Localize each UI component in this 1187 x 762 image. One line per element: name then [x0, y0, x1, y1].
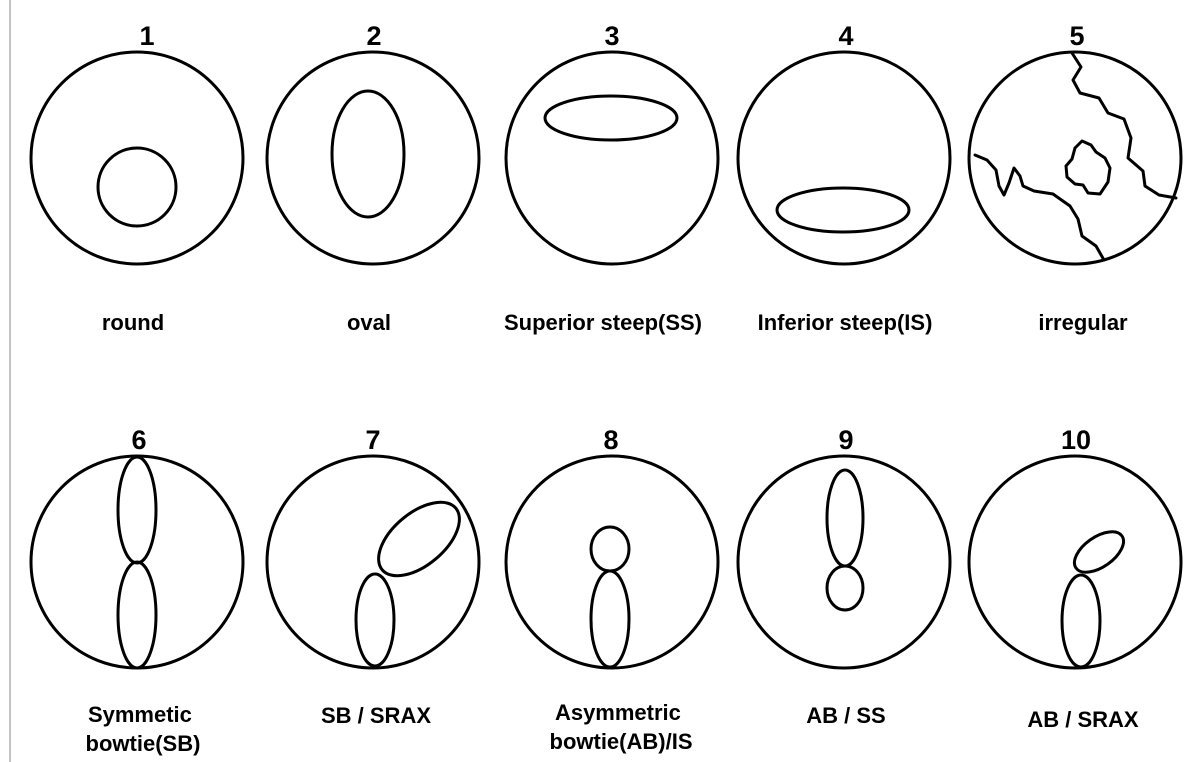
pattern-3-caption-line-1: Superior steep(SS) — [504, 310, 702, 335]
pattern-7-sb-srax: 7 SB / SRAX — [267, 425, 479, 728]
pattern-6-caption-line-1: Symmetic — [88, 702, 192, 727]
pattern-5-caption-line-1: irregular — [1038, 310, 1128, 335]
pattern-7-number: 7 — [365, 425, 380, 455]
pattern-4-number: 4 — [838, 21, 853, 51]
pattern-3-outer-circle — [506, 52, 718, 264]
pattern-2-caption-line-1: oval — [347, 310, 391, 335]
pattern-8-asymmetric-bowtie: 8 Asymmetric bowtie(AB)/IS — [506, 425, 718, 754]
pattern-6-upper-lobe — [118, 457, 156, 563]
pattern-9-outer-circle — [738, 456, 950, 668]
pattern-9-number: 9 — [838, 425, 853, 455]
pattern-6-caption: Symmetic bowtie(SB) — [86, 702, 201, 756]
pattern-5-irregular-center-blob — [1066, 141, 1110, 194]
pattern-10-lower-lobe — [1062, 575, 1100, 667]
pattern-7-lower-lobe — [356, 574, 394, 666]
pattern-9-large-upper-lobe — [827, 470, 863, 566]
pattern-8-large-lower-lobe — [591, 571, 629, 667]
pattern-8-number: 8 — [603, 425, 618, 455]
pattern-3-superior-ellipse — [545, 96, 677, 140]
pattern-4-inferior-ellipse — [777, 188, 909, 232]
pattern-3-caption: Superior steep(SS) — [504, 310, 702, 335]
pattern-1-caption-line-1: round — [102, 310, 164, 335]
pattern-5-irregular-line-bottom — [975, 155, 1104, 260]
pattern-10-caption-line-1: AB / SRAX — [1027, 707, 1139, 732]
pattern-1-outer-circle — [31, 52, 243, 264]
pattern-6-lower-lobe — [118, 562, 156, 668]
pattern-1-caption: round — [102, 310, 164, 335]
pattern-10-small-upper-lobe-skewed — [1067, 524, 1130, 581]
pattern-1-round-shape — [98, 148, 176, 226]
pattern-5-number: 5 — [1069, 21, 1084, 51]
pattern-9-caption: AB / SS — [806, 703, 885, 728]
pattern-2-caption: oval — [347, 310, 391, 335]
pattern-5-irregular-line-top — [1072, 53, 1176, 198]
pattern-8-outer-circle — [506, 456, 718, 668]
pattern-6-symmetric-bowtie: 6 Symmetic bowtie(SB) — [31, 425, 243, 756]
pattern-6-caption-line-2: bowtie(SB) — [86, 731, 201, 756]
pattern-5-caption: irregular — [1038, 310, 1128, 335]
pattern-5-irregular: 5 irregular — [969, 21, 1181, 335]
pattern-4-caption: Inferior steep(IS) — [758, 310, 933, 335]
pattern-3-superior-steep: 3 Superior steep(SS) — [504, 21, 718, 335]
pattern-4-inferior-steep: 4 Inferior steep(IS) — [738, 21, 950, 335]
pattern-9-caption-line-1: AB / SS — [806, 703, 885, 728]
pattern-8-caption-line-2: bowtie(AB)/IS — [550, 729, 693, 754]
pattern-9-small-lower-lobe — [827, 566, 863, 610]
pattern-7-caption-line-1: SB / SRAX — [321, 703, 431, 728]
pattern-8-small-upper-lobe — [591, 527, 629, 571]
pattern-8-caption-line-1: Asymmetric — [555, 700, 681, 725]
pattern-7-upper-lobe-skewed — [366, 488, 473, 590]
pattern-2-outer-circle — [267, 52, 479, 264]
pattern-2-oval-shape — [332, 91, 404, 217]
pattern-7-outer-circle — [267, 456, 479, 668]
pattern-4-caption-line-1: Inferior steep(IS) — [758, 310, 933, 335]
pattern-6-number: 6 — [131, 425, 146, 455]
pattern-9-ab-ss: 9 AB / SS — [738, 425, 950, 728]
pattern-1-number: 1 — [139, 21, 154, 51]
pattern-2-number: 2 — [366, 21, 381, 51]
pattern-8-caption: Asymmetric bowtie(AB)/IS — [550, 700, 693, 754]
pattern-3-number: 3 — [604, 21, 619, 51]
pattern-1-round: 1 round — [31, 21, 243, 335]
pattern-10-number: 10 — [1061, 425, 1091, 455]
pattern-10-ab-srax: 10 AB / SRAX — [969, 425, 1181, 732]
pattern-7-caption: SB / SRAX — [321, 703, 431, 728]
pattern-10-caption: AB / SRAX — [1027, 707, 1139, 732]
pattern-2-oval: 2 oval — [267, 21, 479, 335]
